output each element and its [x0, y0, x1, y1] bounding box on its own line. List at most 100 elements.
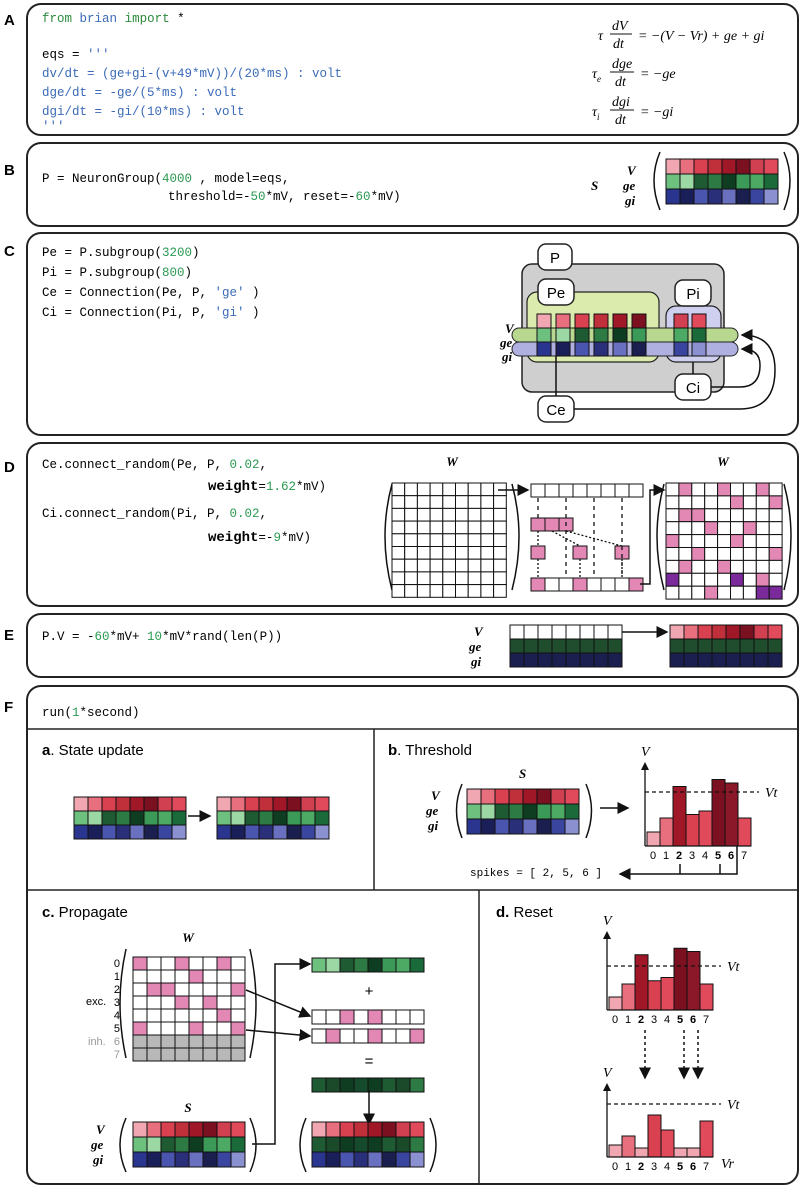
bar	[608, 996, 623, 1011]
matrix-cell	[742, 482, 757, 497]
state-cell	[679, 188, 695, 205]
row-cell	[558, 577, 574, 592]
subpanel-a-title: a. State update	[42, 742, 144, 759]
state-cell	[523, 624, 539, 640]
bar	[634, 954, 649, 1011]
matrix-cell	[202, 1047, 218, 1062]
code-line: threshold=-50*mV, reset=-60*mV)	[168, 190, 401, 204]
matrix-cell	[230, 1008, 246, 1023]
state-cell	[593, 638, 609, 654]
picked-cell	[544, 517, 560, 532]
matrix-cell	[730, 534, 744, 548]
matrix-cell	[704, 482, 719, 497]
matrix-cell	[132, 1008, 148, 1023]
svg-text:V: V	[474, 624, 484, 639]
axis-arrow	[641, 762, 649, 770]
state-cell	[171, 796, 187, 812]
state-cell	[691, 327, 707, 343]
row-cell	[409, 1009, 425, 1025]
code-line: dv/dt = (ge+gi-(v+49*mV))/(20*ms) : volt	[42, 67, 342, 81]
state-cell	[749, 158, 765, 175]
state-cell	[508, 788, 524, 805]
matrix-cell	[442, 571, 456, 586]
state-cell	[574, 327, 590, 343]
matrix-cell	[742, 585, 757, 600]
state-cell	[753, 624, 769, 640]
axis-label-v: V	[603, 914, 613, 929]
svg-text:Ce = Connection(Pe, P, 'ge' ): Ce = Connection(Pe, P, 'ge' )	[42, 286, 260, 300]
bar	[659, 817, 674, 847]
matrix-cell	[442, 546, 456, 560]
state-cell	[129, 824, 145, 840]
code-line: run(1*second)	[42, 706, 140, 720]
matrix-cell	[665, 521, 680, 536]
matrix-cell	[742, 559, 757, 574]
row-cell	[367, 1028, 383, 1044]
state-cell	[230, 1151, 246, 1168]
state-cell	[171, 810, 187, 826]
bar	[608, 1144, 623, 1158]
state-cell	[679, 158, 695, 175]
row-index: 6	[114, 1036, 120, 1048]
state-cell	[749, 173, 765, 190]
row-cell	[572, 483, 588, 498]
state-cell	[160, 1121, 176, 1138]
matrix-cell	[717, 585, 731, 600]
frac-den: dt	[615, 75, 627, 90]
matrix-cell	[230, 995, 246, 1010]
state-cell	[550, 818, 566, 835]
state-cell	[508, 803, 524, 820]
state-cell	[579, 652, 595, 668]
plus-sign: +	[365, 983, 374, 1000]
tick-label: 0	[612, 1014, 618, 1026]
state-cell	[230, 796, 246, 812]
matrix-cell	[416, 495, 431, 509]
state-cell	[691, 313, 707, 329]
state-cell	[395, 1136, 411, 1153]
matrix-cell	[691, 495, 706, 510]
matrix-cell	[480, 546, 495, 560]
panel-label-b: B	[4, 162, 15, 179]
state-cell	[631, 313, 647, 329]
state-matrix	[665, 158, 779, 205]
bar	[621, 1135, 636, 1158]
matrix-cell	[717, 508, 731, 523]
state-cell	[87, 810, 103, 826]
bar	[646, 831, 661, 847]
svg-text:ge: ge	[425, 803, 439, 818]
state-cell	[143, 824, 159, 840]
matrix-cell	[132, 1047, 148, 1062]
row-cell	[381, 1028, 397, 1044]
picked-cell	[530, 545, 546, 560]
tick-label: 5	[677, 1161, 683, 1173]
matrix-cell	[768, 508, 783, 523]
state-cell	[300, 824, 316, 840]
state-cell	[202, 1151, 218, 1168]
row-index: 5	[114, 1023, 120, 1035]
panel-a: A from brian import * eqs = ''' dv/dt = …	[4, 3, 799, 136]
matrix-cell	[678, 521, 693, 536]
svg-text:S: S	[519, 766, 526, 781]
state-cell	[129, 796, 145, 812]
matrix-cell	[717, 547, 731, 561]
matrix-cell	[429, 507, 444, 522]
state-cell	[721, 188, 737, 205]
svg-text:W: W	[182, 930, 195, 945]
matrix-cell	[480, 533, 495, 547]
state-cell	[339, 1151, 355, 1168]
code-line: P.V = -60*mV+ 10*mV*rand(len(P))	[42, 630, 282, 644]
matrix-cell	[678, 547, 693, 561]
matrix-cell	[202, 982, 218, 997]
state-cell	[683, 624, 699, 640]
state-cell	[230, 1136, 246, 1153]
matrix-cell	[216, 995, 232, 1010]
row-cell	[614, 483, 630, 498]
matrix-cell	[704, 559, 719, 574]
row-index: 4	[114, 1010, 120, 1022]
state-cell	[157, 810, 173, 826]
row-cell	[339, 1009, 355, 1025]
row-cell	[409, 1077, 425, 1093]
matrix-cell	[146, 1008, 162, 1023]
svg-text:weight=1.62*mV): weight=1.62*mV)	[208, 479, 326, 495]
frac-den: dt	[615, 113, 627, 128]
